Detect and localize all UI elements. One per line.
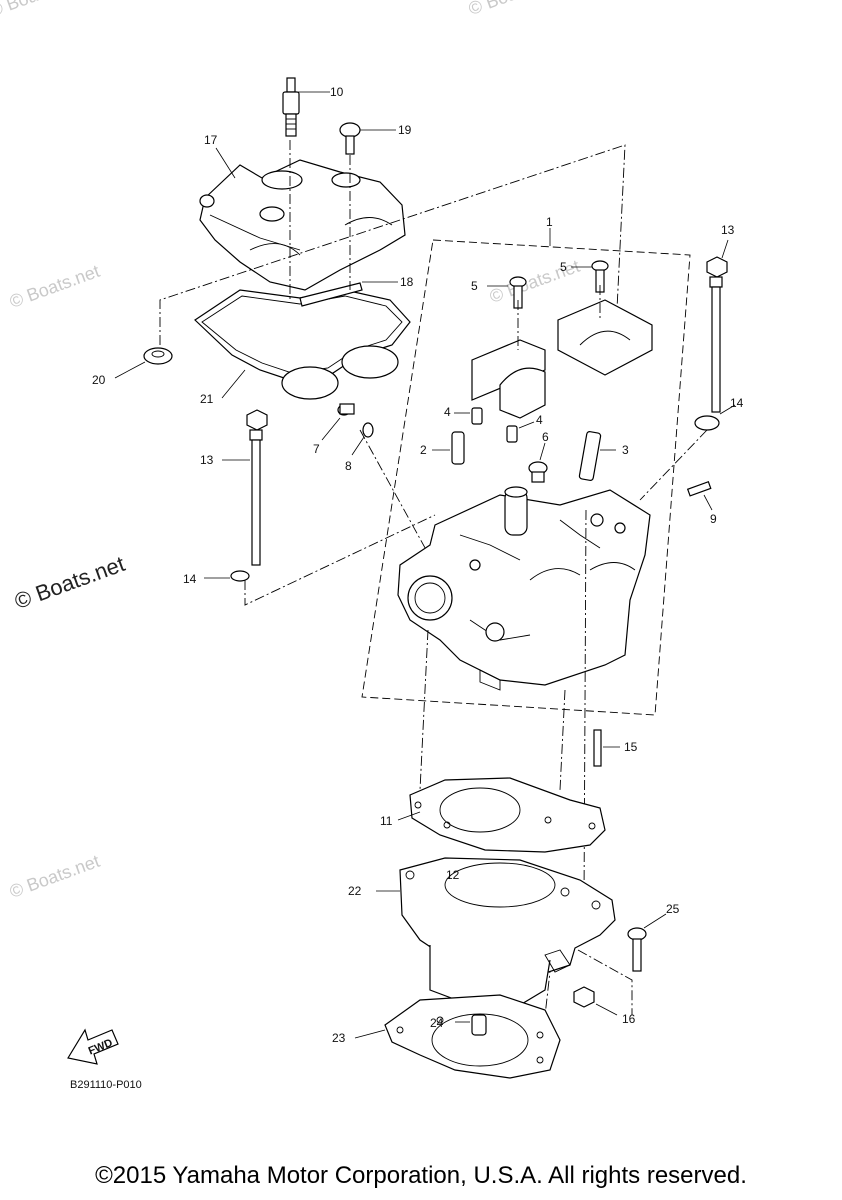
callout-6: 6: [542, 430, 549, 444]
callout-20: 20: [92, 373, 106, 387]
callout-5b: 5: [560, 260, 567, 274]
watermark-left-lower: © Boats.net: [7, 851, 102, 902]
callout-22: 22: [348, 884, 362, 898]
cylinder-head-gasket: [409, 777, 606, 853]
callout-4b: 4: [536, 413, 543, 427]
dowel-pin-left: [471, 407, 483, 425]
spark-plug: [282, 77, 300, 137]
callout-5a: 5: [471, 279, 478, 293]
callout-7: 7: [313, 442, 320, 456]
plug: [528, 461, 548, 483]
base-dowel-pin: [471, 1014, 487, 1036]
valve-guide-right: [578, 431, 602, 481]
cylinder-base-gasket: [384, 994, 561, 1079]
exhaust-stud: [593, 729, 602, 767]
watermark-center-upper: © Boats.net: [487, 256, 582, 307]
cylinder: [399, 857, 616, 1006]
cylinder-head: [397, 486, 651, 691]
cam-cap-bolt-right: [591, 260, 609, 293]
callout-2: 2: [420, 443, 427, 457]
watermark-top-mid: © Boats.net: [466, 0, 561, 19]
cylinder-stud-bolt-right: [706, 256, 728, 413]
cable-bracket: [299, 282, 363, 307]
callout-13b: 13: [721, 223, 735, 237]
grommet: [143, 347, 173, 365]
callout-14b: 14: [730, 396, 744, 410]
callout-21: 21: [200, 392, 214, 406]
callout-3: 3: [622, 443, 629, 457]
callout-23: 23: [332, 1031, 346, 1045]
check-bolt: [337, 403, 355, 416]
callout-4a: 4: [444, 405, 451, 419]
callout-10: 10: [330, 85, 344, 99]
callout-24: 24: [430, 1016, 444, 1030]
callout-11: 11: [380, 814, 393, 828]
valve-guide-left: [451, 431, 465, 465]
watermark-left-upper: © Boats.net: [7, 261, 102, 312]
callout-12: 12: [446, 868, 460, 882]
washer-left: [230, 570, 250, 582]
reference-code: B291110-P010: [70, 1079, 142, 1091]
callout-17: 17: [204, 133, 218, 147]
copyright-notice: ©2015 Yamaha Motor Corporation, U.S.A. A…: [95, 1162, 747, 1189]
callout-8: 8: [345, 459, 352, 473]
cylinder-stud-bolt-left: [246, 409, 268, 566]
watermark-left-mid: © Boats.net: [11, 551, 128, 614]
watermark-top-left: © Boats.net: [0, 0, 82, 21]
callout-16: 16: [622, 1012, 636, 1026]
callout-1: 1: [546, 215, 553, 229]
callout-18: 18: [400, 275, 414, 289]
callout-25: 25: [666, 902, 680, 916]
stud-bolt: [686, 480, 712, 497]
forward-direction-arrow: FWD: [67, 1028, 119, 1065]
callout-19: 19: [398, 123, 412, 137]
dowel-pin-right: [506, 425, 518, 443]
cylinder-head-assembly-boundary: [361, 239, 691, 716]
cylinder-bolt: [627, 927, 647, 972]
gasket-washer: [362, 422, 374, 438]
washer-right: [694, 415, 720, 431]
camshaft-cap-right: [557, 299, 653, 376]
callout-15: 15: [624, 740, 638, 754]
flange-nut: [573, 986, 595, 1008]
callout-13a: 13: [200, 453, 214, 467]
camshaft-cap-left: [471, 339, 546, 401]
callout-14a: 14: [183, 572, 197, 586]
callout-9: 9: [710, 512, 717, 526]
cover-bolt: [339, 122, 361, 155]
cylinder-head-cover: [199, 159, 406, 291]
